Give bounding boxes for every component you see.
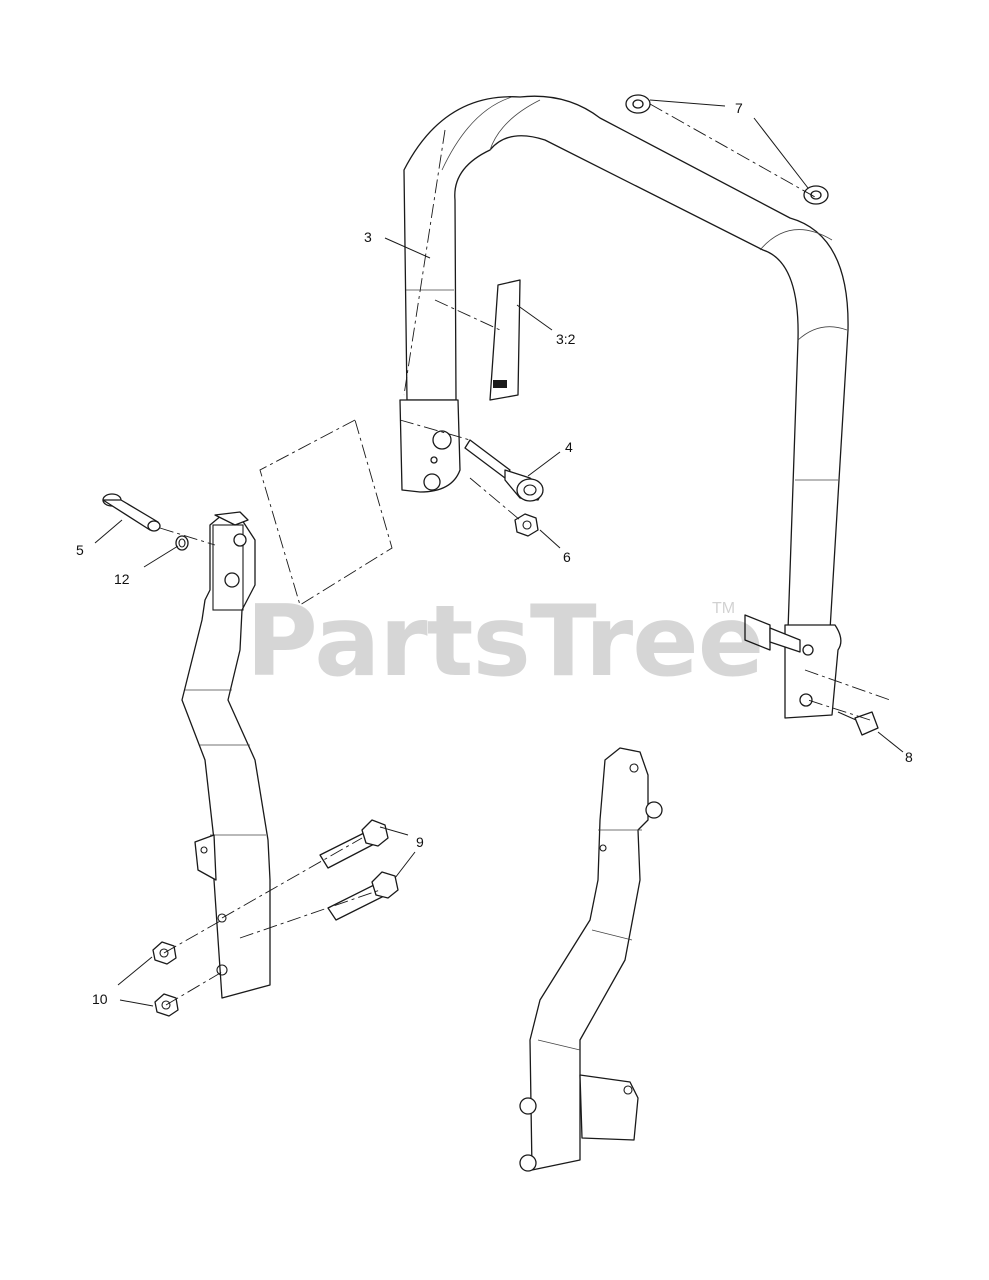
bolt-9-lower <box>327 871 399 921</box>
spacer-12 <box>175 535 189 551</box>
bolt-5 <box>102 493 161 532</box>
partstree-watermark: PartsTree <box>246 585 763 699</box>
callout-12: 12 <box>114 571 130 587</box>
hitch-pin-4 <box>464 439 544 502</box>
callout-9: 9 <box>416 834 424 850</box>
bolt-9-upper <box>319 819 389 869</box>
callout-8: 8 <box>905 749 913 765</box>
callout-6: 6 <box>563 549 571 565</box>
callout-5: 5 <box>76 542 84 558</box>
roll-bar-lower-left <box>181 511 271 999</box>
fastener-8 <box>837 711 879 736</box>
roll-bar-lower-right <box>519 747 663 1172</box>
alignment-lines <box>159 103 891 1006</box>
cap-plug-right <box>803 185 829 205</box>
callout-4: 4 <box>565 439 573 455</box>
roll-bar-upper-hoop <box>399 95 849 719</box>
callout-10: 10 <box>92 991 108 1007</box>
cap-plug-top <box>625 94 651 114</box>
decal-3-2 <box>489 279 521 401</box>
callout-3-2: 3:2 <box>556 331 576 347</box>
leader-lines <box>94 99 904 1007</box>
trademark-symbol: TM <box>712 600 735 617</box>
callout-7: 7 <box>735 100 743 116</box>
callout-3: 3 <box>364 229 372 245</box>
nut-6 <box>514 513 539 537</box>
